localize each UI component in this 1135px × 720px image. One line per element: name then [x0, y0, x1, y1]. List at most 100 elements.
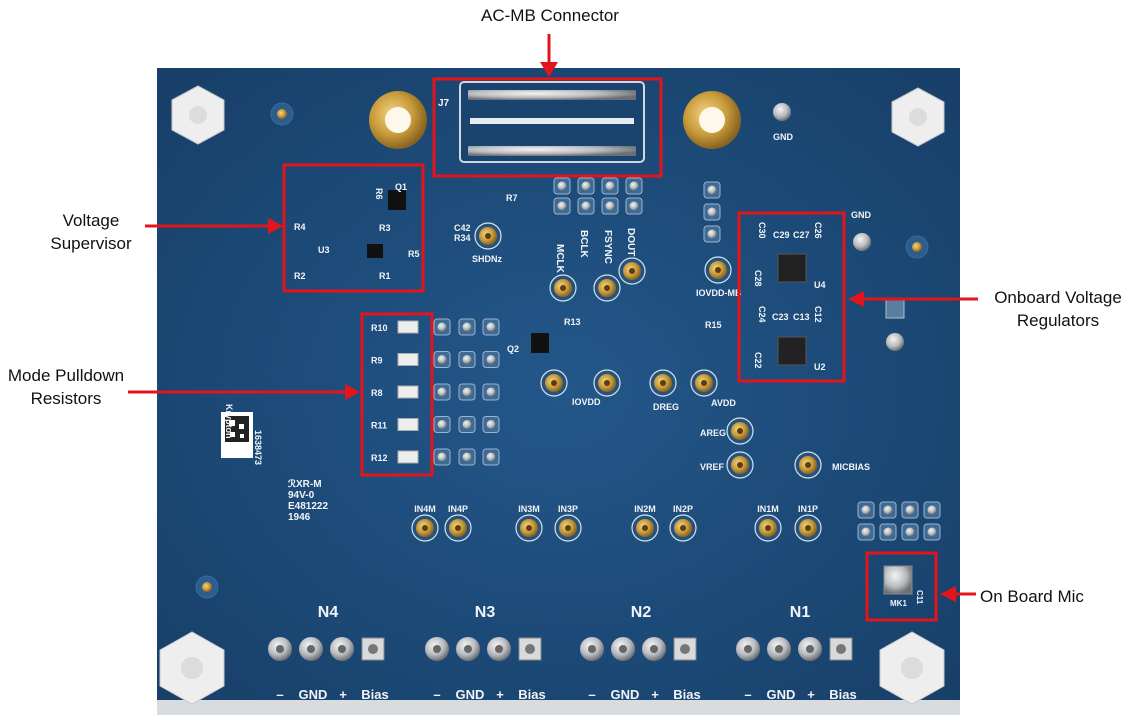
header-pin	[703, 181, 721, 199]
silk-channel-n3: N3	[475, 604, 496, 621]
silk-iovdd-mb: IOVDD-MB	[696, 288, 742, 298]
acmb-connector-box	[432, 77, 663, 178]
silk-mk1: MK1	[890, 599, 907, 608]
test-point	[593, 369, 621, 397]
highlight-boxes	[282, 77, 938, 622]
silk-mode-resistor-r9: R9	[371, 356, 383, 366]
voltage-supervisor-label: Voltage Supervisor	[26, 209, 156, 255]
test-point	[754, 514, 782, 542]
header-pin	[577, 197, 595, 215]
test-point	[618, 257, 646, 285]
silk-c24: C24	[757, 306, 767, 323]
silk-c12: C12	[813, 306, 823, 323]
resistor-r10	[397, 320, 419, 334]
voltage-supervisor-box	[282, 163, 425, 293]
header-pin	[433, 416, 451, 433]
header-pin	[577, 177, 595, 195]
regulators-arrow	[848, 291, 978, 307]
silk-u4: U4	[814, 280, 826, 290]
voltage-supervisor-label-line1: Voltage	[62, 211, 120, 230]
header-pin	[433, 351, 451, 368]
onboard-regulators-label-line2: Regulators	[1016, 311, 1100, 330]
silk-terminal-n1-1: GND	[767, 687, 796, 702]
test-point	[549, 274, 577, 302]
header-pin	[901, 501, 919, 519]
silk-label-id: 1638473	[253, 430, 263, 465]
header-pin	[703, 225, 721, 243]
header-pin	[482, 416, 500, 433]
silk-pin-in2m: IN2M	[634, 504, 656, 514]
standoff-top-right	[891, 87, 945, 147]
silk-r15: R15	[705, 320, 722, 330]
voltage-supervisor-label-line2: Supervisor	[50, 234, 132, 253]
silk-mode-resistor-r8: R8	[371, 388, 383, 398]
silk-gnd-top: GND	[773, 132, 794, 142]
mode-pulldown-arrow	[128, 384, 360, 400]
silk-terminal-n3-1: GND	[456, 687, 485, 702]
header-pin	[433, 318, 451, 336]
header-pin	[553, 177, 571, 195]
voltage-supervisor-arrow	[145, 218, 283, 234]
silk-gnd-right: GND	[851, 210, 872, 220]
pcb-bottom-strip	[157, 700, 960, 715]
silk-pin-in4m: IN4M	[414, 504, 436, 514]
header-pin	[482, 351, 500, 368]
test-point	[794, 451, 822, 479]
silk-terminal-n3-2: +	[496, 687, 504, 702]
test-point	[474, 222, 502, 250]
silk-terminal-n1-0: –	[744, 687, 751, 702]
header-pin	[482, 448, 500, 466]
silk-q2: Q2	[507, 344, 519, 354]
silk-ul-line-1: 94V-0	[288, 490, 315, 501]
silk-pin-in1p: IN1P	[798, 504, 818, 514]
silk-ul-line-2: E481222	[288, 501, 328, 512]
onboard-mic-box	[865, 551, 938, 622]
regulators-box	[737, 211, 846, 383]
standoff-bottom-right	[879, 631, 945, 705]
silk-terminal-n2-2: +	[651, 687, 659, 702]
header-pin	[433, 383, 451, 401]
silk-u3: U3	[318, 245, 330, 255]
silk-pin-in1m: IN1M	[757, 504, 779, 514]
test-point	[726, 417, 754, 445]
test-point	[515, 514, 543, 542]
header-pins	[433, 177, 941, 541]
onboard-regulators-label: Onboard Voltage Regulators	[982, 286, 1134, 332]
barcode-label	[221, 412, 253, 458]
silk-ul-line-3: 1946	[288, 512, 311, 523]
acmb-connector-label: AC-MB Connector	[481, 6, 619, 25]
silk-dreg: DREG	[653, 402, 679, 412]
silk-c42: C42	[454, 223, 471, 233]
silk-terminal-n4-2: +	[339, 687, 347, 702]
header-pin	[458, 351, 476, 368]
silk-c22: C22	[753, 352, 763, 369]
silk-terminal-n3-0: –	[433, 687, 440, 702]
silk-terminal-n2-1: GND	[611, 687, 640, 702]
header-pin	[923, 523, 941, 541]
mode-pulldown-label-line2: Resistors	[30, 389, 102, 408]
header-pin	[482, 318, 500, 336]
test-point	[704, 256, 732, 284]
silk-mode-resistor-r10: R10	[371, 323, 388, 333]
header-pin	[458, 318, 476, 336]
silk-label-brand: Krypton	[224, 404, 234, 439]
onboard-mic-arrow	[940, 586, 976, 602]
ic-chips	[367, 190, 913, 595]
header-pin	[458, 448, 476, 466]
mode-pulldown-box	[360, 312, 434, 477]
test-point	[554, 514, 582, 542]
silk-terminal-n4-3: Bias	[361, 687, 388, 702]
test-point	[669, 514, 697, 542]
test-points	[411, 222, 822, 542]
silk-terminal-n2-3: Bias	[673, 687, 700, 702]
header-pin	[601, 177, 619, 195]
small-via-pads	[195, 102, 929, 599]
silk-terminal-n4-1: GND	[299, 687, 328, 702]
silk-vref: VREF	[700, 462, 725, 472]
header-pin	[879, 523, 897, 541]
test-point	[726, 451, 754, 479]
silk-channel-n2: N2	[631, 604, 652, 621]
silk-bclk: BCLK	[578, 230, 589, 259]
terminal-block-n4	[268, 637, 385, 661]
